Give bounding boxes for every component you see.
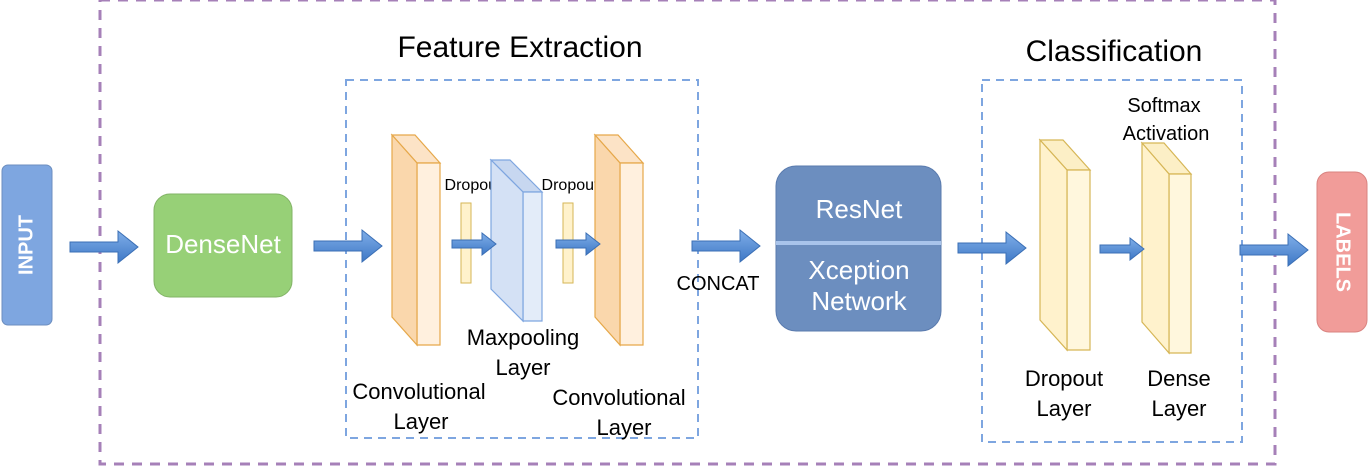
maxpool-label-line2: Layer bbox=[495, 355, 550, 380]
model-boundary bbox=[98, 0, 1277, 466]
conv1-label-line1: Convolutional bbox=[352, 379, 485, 404]
input-block bbox=[1, 164, 53, 326]
conv-layer-1 bbox=[390, 133, 442, 347]
dense-label-line2: Layer bbox=[1151, 396, 1206, 421]
cls-dropout-label-line1: Dropout bbox=[1025, 366, 1103, 391]
dropout-label-2: Dropout bbox=[542, 177, 599, 194]
xception-label-line2: Network bbox=[811, 286, 907, 316]
xception-label-line1: Xception bbox=[808, 255, 909, 285]
cls-dropout-layer bbox=[1038, 138, 1092, 352]
arrow-right-icon bbox=[451, 232, 497, 256]
densenet-block bbox=[153, 193, 293, 298]
maxpool-layer bbox=[489, 158, 544, 323]
input-label: INPUT bbox=[15, 215, 37, 275]
arrow-right-icon bbox=[313, 229, 383, 263]
feature-extraction-box bbox=[345, 79, 699, 439]
densenet-label: DenseNet bbox=[165, 229, 281, 259]
softmax-label-line1: Softmax bbox=[1127, 95, 1200, 117]
conv1-label-line2: Layer bbox=[393, 409, 448, 434]
dense-layer bbox=[1140, 141, 1193, 355]
classification-title: Classification bbox=[1026, 35, 1203, 68]
maxpool-label-line1: Maxpooling bbox=[467, 325, 580, 350]
labels-block bbox=[1316, 171, 1368, 333]
arrow-right-icon bbox=[1099, 237, 1145, 261]
cls-dropout-label-line2: Layer bbox=[1036, 396, 1091, 421]
conv2-label-line2: Layer bbox=[596, 415, 651, 440]
arrow-right-icon bbox=[957, 231, 1027, 265]
resnet-xception-block bbox=[775, 165, 942, 332]
dropout-label-1: Dropout bbox=[445, 177, 502, 194]
resnet-label: ResNet bbox=[816, 194, 903, 224]
arrow-right-icon bbox=[691, 229, 761, 263]
conv2-label-line1: Convolutional bbox=[552, 385, 685, 410]
concat-label: CONCAT bbox=[677, 273, 760, 295]
softmax-label-line2: Activation bbox=[1123, 123, 1210, 145]
arrow-right-icon bbox=[69, 230, 139, 264]
conv-layer-2 bbox=[593, 133, 645, 347]
classification-box bbox=[981, 79, 1243, 443]
dense-label-line1: Dense bbox=[1147, 366, 1211, 391]
labels-label: LABELS bbox=[1332, 212, 1354, 292]
feature-extraction-title: Feature Extraction bbox=[397, 31, 642, 64]
